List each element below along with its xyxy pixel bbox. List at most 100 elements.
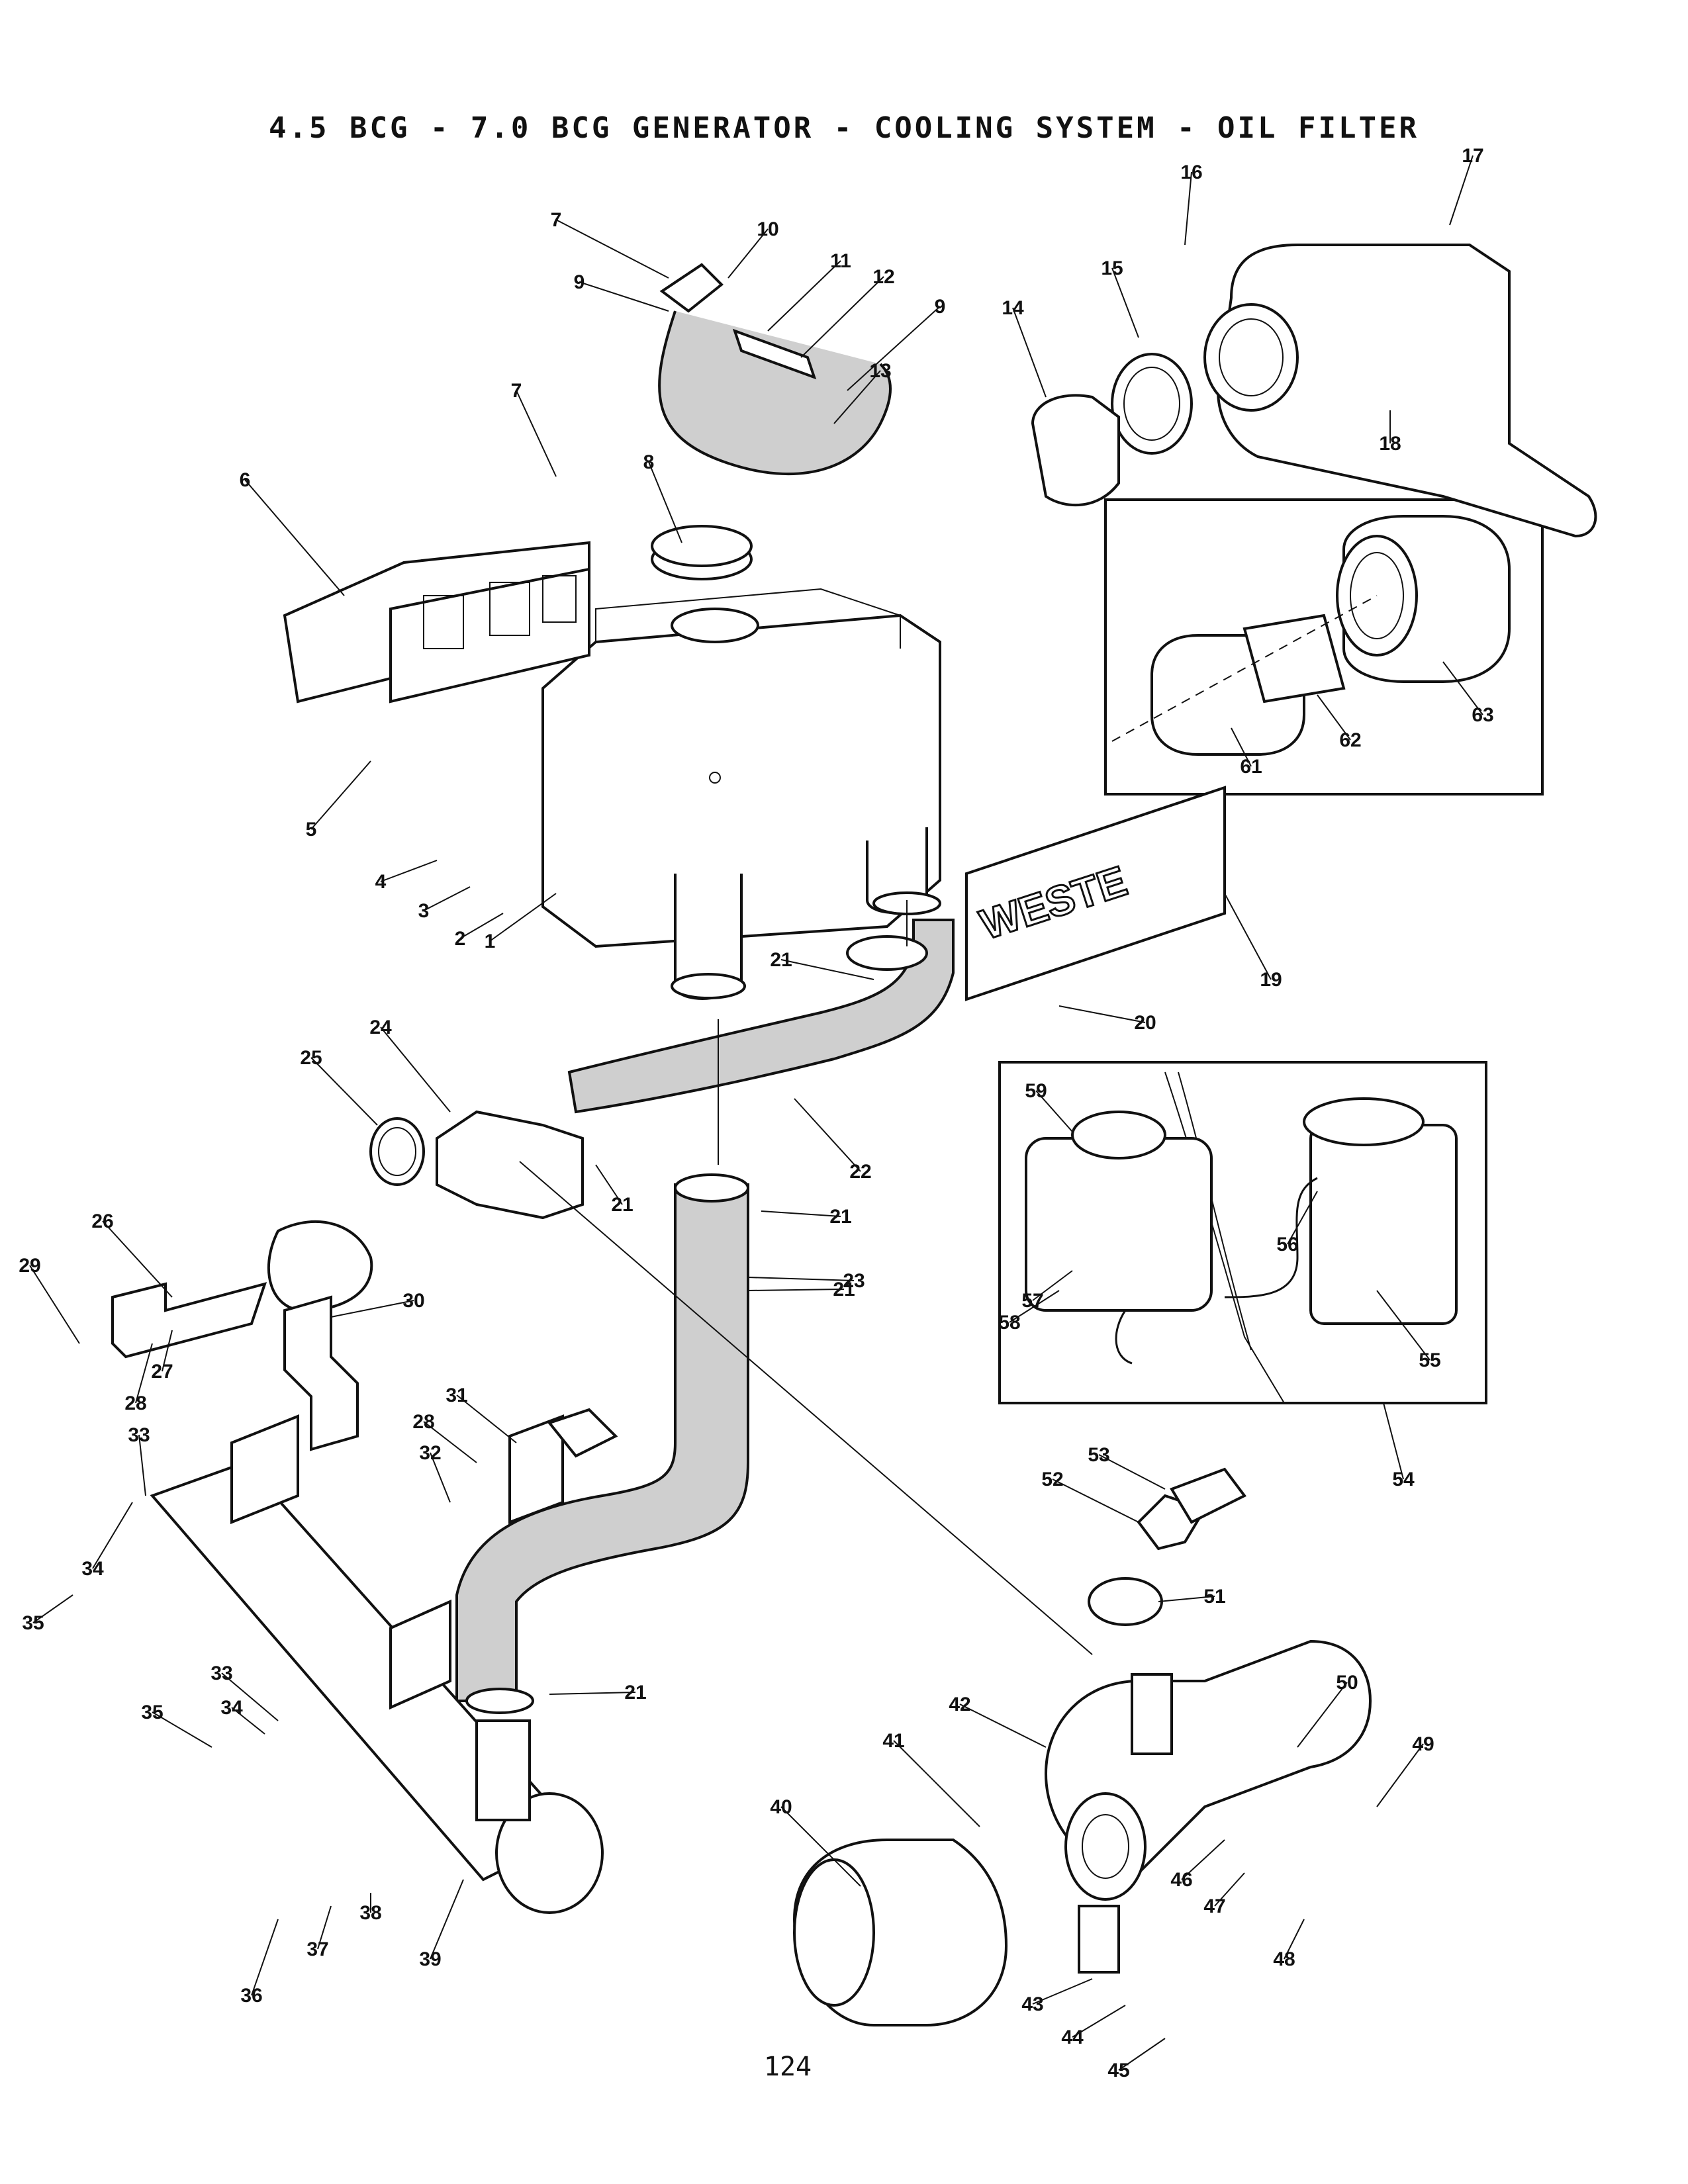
callout-leader [162, 1330, 173, 1372]
callout-44: 44 [1061, 2005, 1126, 2048]
callout-30: 30 [330, 1290, 425, 1318]
callout-number: 21 [770, 949, 792, 971]
callout-number: 21 [833, 1279, 855, 1300]
callout-number: 29 [19, 1255, 40, 1277]
callout-leader [727, 228, 769, 279]
callout-leader [648, 461, 682, 543]
callout-56: 56 [1276, 1191, 1318, 1255]
callout-number: 45 [1107, 2060, 1129, 2081]
callout-leader [833, 370, 881, 424]
callout-leader [152, 1711, 212, 1748]
callout-number: 25 [300, 1047, 322, 1069]
callout-leader [761, 1210, 841, 1217]
callout-number: 18 [1379, 433, 1401, 455]
callout-number: 3 [418, 900, 430, 922]
callout-leader [1072, 2005, 1126, 2038]
callout-number: 56 [1276, 1234, 1298, 1255]
callout-leader [29, 1265, 80, 1344]
callout-number: 46 [1170, 1869, 1192, 1891]
callout-number: 6 [240, 469, 251, 491]
callout-number: 41 [882, 1730, 904, 1752]
o-ring-51 [1088, 1577, 1163, 1626]
callout-leader [459, 913, 504, 939]
callout-leader [456, 1394, 517, 1443]
callout-number: 27 [151, 1361, 173, 1383]
callout-number: 26 [91, 1210, 113, 1232]
callout-number: 53 [1088, 1444, 1109, 1466]
callout-21: 21 [595, 1164, 633, 1216]
callout-3: 3 [418, 886, 471, 922]
callout-15: 15 [1101, 257, 1139, 338]
callout-25: 25 [300, 1047, 378, 1126]
callout-leader [1214, 1872, 1245, 1907]
callout-number: 24 [369, 1017, 392, 1038]
callout-50: 50 [1297, 1672, 1358, 1748]
callout-leader [430, 1452, 451, 1503]
callout-28: 28 [412, 1411, 477, 1463]
callout-number: 59 [1025, 1080, 1047, 1102]
callout-35: 35 [22, 1594, 73, 1634]
callout-34: 34 [81, 1502, 133, 1580]
callout-leader [555, 219, 669, 279]
callout-number: 40 [770, 1796, 792, 1818]
callout-leader [1158, 1596, 1215, 1602]
callout-27: 27 [151, 1330, 173, 1383]
callout-leader [1058, 1005, 1146, 1023]
callout-7: 7 [511, 380, 557, 477]
callout-leader [800, 276, 884, 358]
callout-leader [747, 1289, 845, 1291]
callout-leader [138, 1434, 146, 1496]
detail-sleeve-parts [1111, 515, 1511, 756]
callout-57: 57 [1021, 1270, 1073, 1312]
callout-45: 45 [1107, 2038, 1166, 2081]
callout-leader [767, 260, 841, 332]
callout-21: 21 [770, 949, 874, 980]
page-number: 124 [763, 2052, 812, 2082]
callout-leader [221, 1672, 279, 1721]
callout-number: 32 [419, 1442, 441, 1464]
callout-number: 61 [1240, 756, 1262, 778]
callout-leader [310, 760, 371, 830]
callout-55: 55 [1376, 1290, 1441, 1371]
callout-number: 23 [843, 1270, 865, 1292]
exhaust-manifold-gasket [283, 541, 590, 704]
callout-number: 1 [485, 931, 496, 952]
callout-8: 8 [643, 451, 682, 543]
callout-21: 21 [549, 1682, 647, 1704]
callout-number: 47 [1203, 1895, 1225, 1917]
callout-number: 34 [220, 1697, 243, 1719]
callout-6: 6 [240, 469, 345, 596]
callout-leader [1181, 1839, 1225, 1880]
callout-leader [251, 1919, 279, 1996]
callout-51: 51 [1158, 1586, 1226, 1608]
callout-43: 43 [1021, 1978, 1093, 2015]
filter-adapter-42 [1044, 1639, 1372, 1974]
callout-number: 48 [1273, 1948, 1295, 1970]
callout-62: 62 [1317, 694, 1362, 751]
callout-number: 12 [872, 266, 894, 288]
callout-number: 17 [1462, 145, 1483, 167]
nameplate: WESTE [965, 786, 1226, 1001]
callout-29: 29 [19, 1255, 80, 1344]
callout-number: 42 [949, 1694, 970, 1715]
page-title: 4.5 BCG - 7.0 BCG GENERATOR - COOLING SY… [269, 111, 1419, 145]
callout-number: 15 [1101, 257, 1123, 279]
callout-9: 9 [847, 296, 946, 391]
callout-leader [1052, 1479, 1139, 1523]
callout-number: 10 [757, 218, 778, 240]
detail-box-reservoir [998, 1061, 1487, 1404]
callout-33: 33 [211, 1662, 279, 1721]
callout-39: 39 [419, 1879, 464, 1970]
sender-52-53 [1137, 1467, 1247, 1551]
callout-leader [1297, 1682, 1348, 1748]
callout-number: 13 [869, 360, 891, 382]
callout-number: 16 [1180, 161, 1202, 183]
callout-number: 2 [455, 928, 466, 950]
callout-leader [1118, 2038, 1166, 2071]
callout-26: 26 [91, 1210, 173, 1298]
callout-leader [32, 1594, 73, 1623]
callout-5: 5 [306, 760, 371, 841]
callout-number: 9 [935, 296, 946, 318]
callout-number: 62 [1339, 729, 1361, 751]
